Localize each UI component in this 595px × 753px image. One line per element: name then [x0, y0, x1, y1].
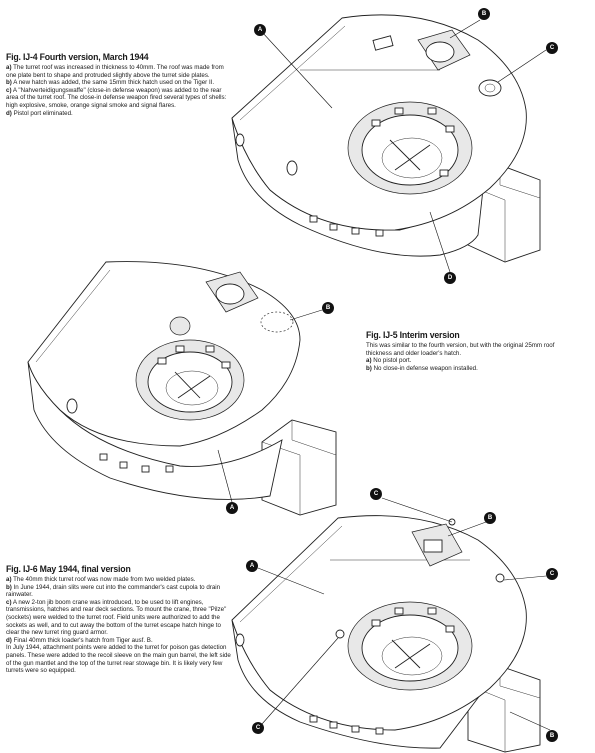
- caption-item: d) Final 40mm thick loader's hatch from …: [6, 636, 153, 644]
- callout-b-bottom: B: [509, 711, 558, 742]
- svg-text:A: A: [250, 563, 255, 569]
- caption-title: Fig. IJ-4 Fourth version, March 1944: [6, 52, 149, 63]
- svg-text:B: B: [550, 733, 555, 739]
- svg-text:A: A: [258, 27, 263, 33]
- caption-fig-ij5: Fig. IJ-5 Interim version This was simil…: [366, 330, 566, 372]
- caption-item: a) The 40mm thick turret roof was now ma…: [6, 576, 196, 583]
- caption-item: b) A new hatch was added, the same 15mm …: [6, 79, 215, 87]
- caption-item: c) A "Nahverteidigungswaffe" (close-in d…: [6, 86, 227, 109]
- svg-text:C: C: [256, 725, 261, 731]
- caption-item: d) Pistol port eliminated.: [6, 109, 73, 117]
- caption-title: Fig. IJ-5 Interim version: [366, 330, 460, 341]
- svg-text:B: B: [482, 11, 487, 17]
- svg-text:A: A: [230, 505, 235, 511]
- callout-b: B: [289, 302, 334, 321]
- callout-c-right: C: [503, 568, 558, 581]
- caption-intro: This was similar to the fourth version, …: [366, 342, 555, 357]
- callout-a: A: [246, 560, 325, 595]
- turret-body: [27, 261, 337, 516]
- callout-c-bottom: C: [252, 637, 339, 734]
- caption-fig-ij6: Fig. IJ-6 May 1944, final version a) The…: [6, 564, 234, 675]
- callout-a: A: [217, 449, 238, 514]
- svg-text:D: D: [448, 275, 453, 281]
- callout-b-top: B: [447, 512, 496, 537]
- callout-a: A: [254, 24, 333, 109]
- callout-b: B: [449, 8, 490, 39]
- caption-title: Fig. IJ-6 May 1944, final version: [6, 564, 131, 575]
- svg-text:C: C: [374, 491, 379, 497]
- caption-item: b) No close-in defense weapon installed.: [366, 364, 478, 372]
- turret-body: [231, 14, 541, 263]
- callout-c: C: [497, 42, 558, 83]
- caption-item: c) A new 2-ton jib boom crane was introd…: [6, 598, 227, 637]
- caption-item: In July 1944, attachment points were add…: [6, 644, 231, 675]
- callout-c-top: C: [370, 488, 453, 523]
- svg-text:B: B: [488, 515, 493, 521]
- caption-item: b) In June 1944, drain slits were cut in…: [6, 583, 221, 599]
- caption-fig-ij4: Fig. IJ-4 Fourth version, March 1944 a) …: [6, 52, 228, 117]
- svg-text:B: B: [326, 305, 331, 311]
- svg-text:C: C: [550, 571, 555, 577]
- svg-text:C: C: [550, 45, 555, 51]
- caption-item: a) No pistol port.: [366, 357, 412, 365]
- caption-item: a) The turret roof was increased in thic…: [6, 64, 224, 79]
- turret-body: [231, 515, 541, 753]
- callout-d: D: [429, 211, 456, 284]
